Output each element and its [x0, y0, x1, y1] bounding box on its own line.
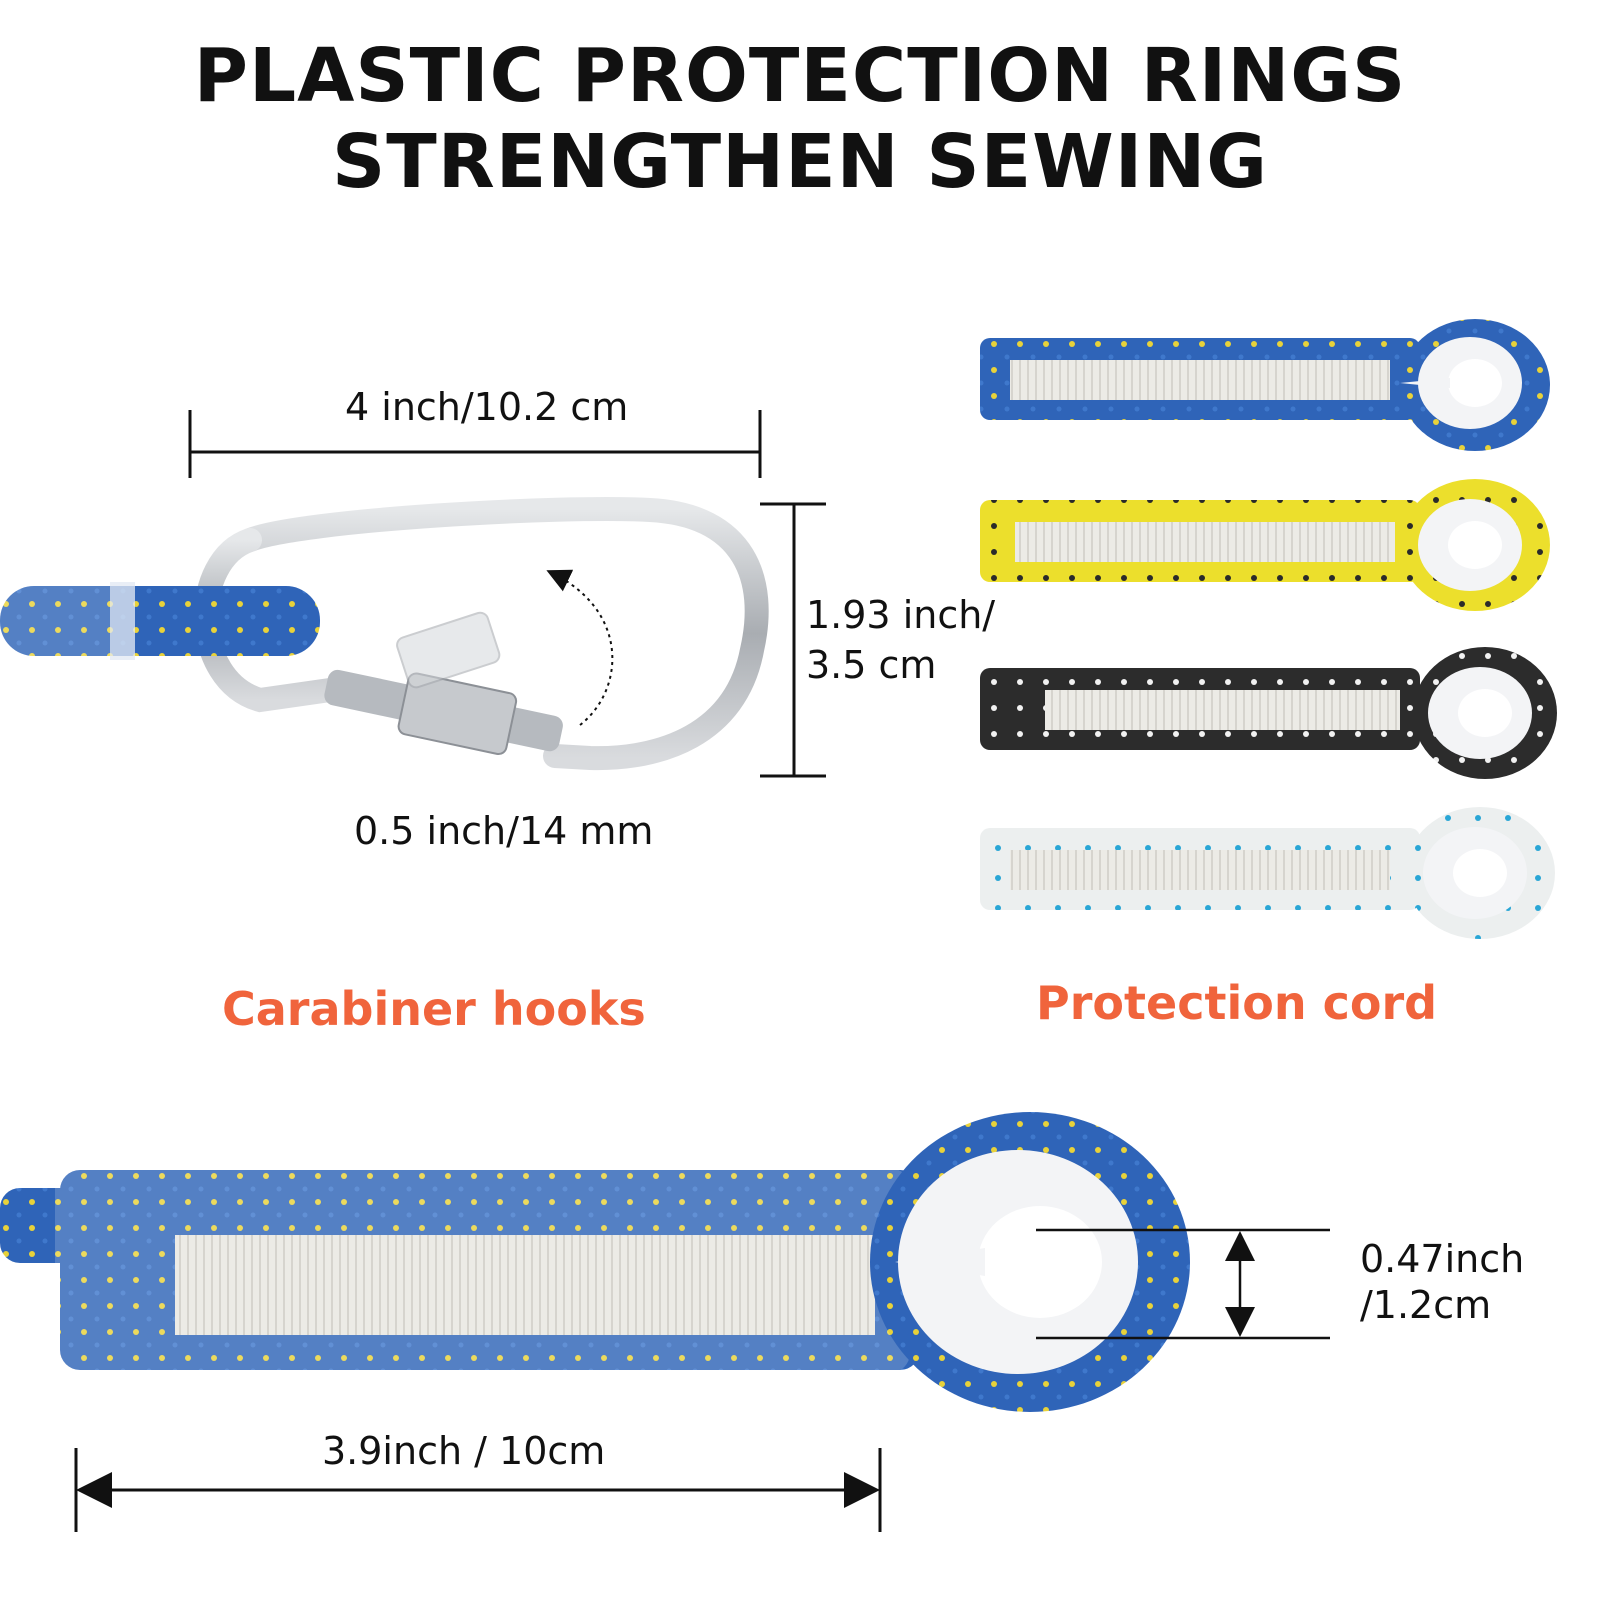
cord-black [980, 647, 1557, 779]
ring-diameter-label-line2: /1.2cm [1360, 1283, 1492, 1327]
protection-cord-caption: Protection cord [1036, 976, 1438, 1030]
carabiner-width-label: 4 inch/10.2 cm [345, 385, 629, 429]
title-line-1: PLASTIC PROTECTION RINGS [193, 33, 1407, 119]
carabiner-width-dimension [188, 410, 762, 478]
gate-swing-arrow [546, 569, 614, 726]
carabiner-hook [238, 497, 769, 771]
carabiner-height-label-line2: 3.5 cm [806, 643, 937, 687]
sewing-length-dimension [74, 1448, 882, 1532]
title-line-2: STRENGTHEN SEWING [331, 119, 1268, 205]
carabiner-height-dimension [760, 502, 826, 778]
ring-dimension [1036, 1228, 1330, 1340]
carabiner-thickness-label: 0.5 inch/14 mm [354, 809, 654, 853]
sewing-length-label: 3.9inch / 10cm [322, 1429, 606, 1473]
carabiner-gate [324, 611, 563, 756]
cord-blue [980, 319, 1550, 451]
cord-yellow [980, 479, 1550, 611]
cord-white [980, 807, 1555, 939]
detail-cord [0, 1112, 1190, 1412]
carabiner-height-label-line1: 1.93 inch/ [806, 593, 996, 637]
carabiner-group [0, 410, 826, 778]
carabiner-caption: Carabiner hooks [222, 982, 646, 1036]
ring-diameter-label-line1: 0.47inch [1360, 1237, 1525, 1281]
carabiner-rope [0, 582, 320, 660]
